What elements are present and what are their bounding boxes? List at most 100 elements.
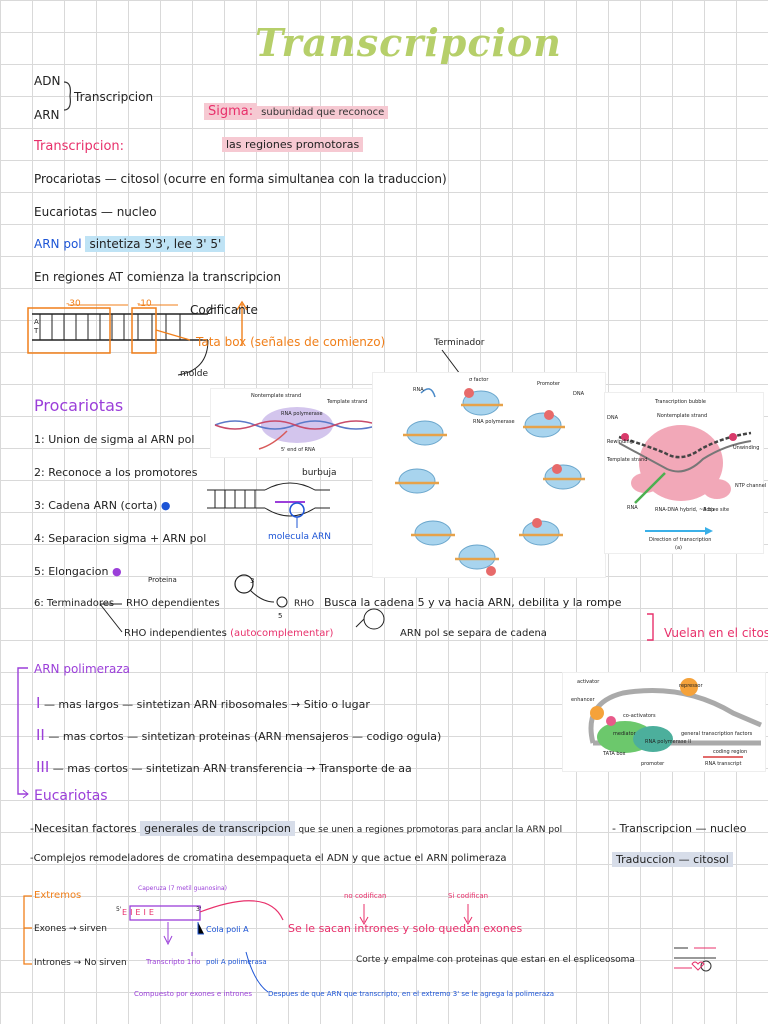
dna-figure-drawing (214, 407, 380, 450)
side-transcripcion: - Transcripcion — nucleo (612, 822, 747, 835)
polimerasa-text-2: — mas cortos — sintetizan proteinas (ARN… (48, 730, 442, 743)
extremos-bracket (23, 895, 32, 965)
bubble-drawing (618, 425, 752, 535)
eukaryote-figure: activator enhancer mediator repressor co… (562, 672, 766, 772)
eukaryote-drawing (588, 678, 762, 758)
step-2: 2: Reconoce a los promotores (34, 466, 198, 479)
decorative-doodle-icon (674, 947, 716, 972)
line1c: que se unen a regiones promotoras para a… (298, 825, 563, 835)
corte-empalme: Corte y empalme con proteinas que estan … (356, 955, 635, 965)
polimerasa-text-3: — mas cortos — sintetizan ARN transferen… (52, 762, 412, 775)
step-5-text: 5: Elongacion (34, 565, 109, 578)
bubble-label-9: Active site (703, 507, 730, 513)
tata-box-label: Tata box (señales de comienzo) (196, 335, 386, 349)
minus10-label: -10 (137, 299, 152, 309)
codificante-label: Codificante (190, 303, 258, 317)
sigma-key: Sigma: (204, 103, 258, 120)
rho-dependientes: RHO dependientes (126, 598, 220, 609)
euk-label-9: RNA transcript (705, 761, 742, 767)
sigma-text-2-highlight: las regiones promotoras (222, 137, 364, 152)
transcription-cycle-figure: σ factor Promoter DNA RNA polymerase RNA (372, 372, 606, 578)
extremos-heading: Extremos (34, 890, 82, 901)
intron-2: I (143, 908, 149, 917)
euk-label-0: activator (577, 679, 600, 685)
bubble-label-5: Unwinding (733, 445, 760, 451)
dot-icon: ● (111, 565, 122, 578)
loop-icon (355, 608, 385, 630)
poli-a-polimerasa: poli A polimerasa (206, 958, 267, 966)
step-3: 3: Cadena ARN (corta) ● (34, 499, 171, 512)
roman-2: II (36, 726, 45, 744)
si-codifican: Si codifican (448, 892, 489, 900)
autocomplementar: (autocomplementar) (230, 628, 334, 639)
a-label: A (34, 318, 39, 326)
t-label: T (34, 327, 39, 335)
bubble-figure: Transcription bubble Nontemplate strand … (604, 392, 766, 554)
rho-independientes-text: RHO independientes (124, 628, 227, 639)
eucariotas-line: Eucariotas — nucleo (34, 205, 157, 219)
bubble-label-11: (a) (675, 545, 682, 551)
polimerasa-text-1: — mas largos — sintetizan ARN ribosomale… (43, 698, 370, 711)
exon-2: E (135, 908, 144, 917)
codifican-arrows (359, 904, 473, 926)
burbuja-label: burbuja (302, 468, 337, 478)
sigma-text: subunidad que reconoce (257, 106, 389, 119)
num-5: 5 (278, 612, 283, 620)
cola-poli-a: Cola poli A (206, 925, 249, 934)
cycle-label-2: DNA (573, 391, 585, 397)
exon-intron-row: EIEIE (122, 908, 157, 917)
cycle-label-3: RNA polymerase (473, 419, 515, 425)
prime-5: 5' (116, 906, 122, 913)
mrna-diagram (129, 900, 284, 993)
compuesto-label: Compuesto por exones e intrones (134, 990, 252, 998)
arn-label: ARN (34, 108, 60, 122)
bubble-label-10: Direction of transcription (649, 537, 712, 543)
molecula-arn-label: molecula ARN (268, 532, 331, 542)
sigma-text-2: las regiones promotoras (222, 137, 364, 152)
roman-1: I (36, 694, 41, 712)
minus30-label: -30 (66, 299, 81, 309)
euk-label-5: general transcription factors (681, 731, 753, 737)
molde-label: molde (180, 369, 209, 379)
euk-label-7: TATA box (603, 751, 626, 757)
transcripcion-label: Transcripcion: (34, 139, 125, 154)
bubble-label-8: RNA-DNA hybrid, ~8 bp (655, 507, 715, 513)
no-codifican: no codifican (344, 892, 387, 900)
page-title: Transcripcion (255, 20, 562, 65)
side-traduccion: Traduccion — citosol (612, 852, 733, 867)
intron-1: I (130, 908, 136, 917)
polimerasa-item-3: III — mas cortos — sintetizan ARN transf… (36, 758, 412, 776)
cycle-label-0: σ factor (469, 377, 489, 383)
euk-label-3: repressor (679, 683, 703, 689)
rho-label: RHO (294, 599, 315, 609)
step-3-text: 3: Cadena ARN (corta) (34, 499, 158, 512)
eucariotas-line-2: -Complejos remodeladores de cromatina de… (30, 853, 507, 864)
cycle-label-1: Promoter (537, 381, 560, 387)
caperuza-label: Caperuza (7 metil guanosina) (138, 885, 227, 892)
bubble-diagram (207, 482, 330, 528)
euk-label-2: mediator (613, 731, 636, 737)
bubble-label-2: DNA (607, 415, 619, 421)
exon-1: E (122, 908, 131, 917)
vuelan-label: Vuelan en el citosol (664, 626, 768, 640)
exon-3: E (148, 908, 157, 917)
euk-label-1: enhancer (571, 697, 595, 703)
cycle-drawing (395, 388, 585, 576)
dna-label-2: RNA polymerase (281, 411, 323, 417)
euk-label-6: RNA polymerase II (645, 739, 692, 745)
bubble-label-0: Transcription bubble (655, 399, 706, 405)
sigma-label: Sigma:subunidad que reconoce (204, 103, 389, 120)
bubble-label-1: Nontemplate strand (657, 413, 708, 419)
polimerasa-item-1: I — mas largos — sintetizan ARN ribosoma… (36, 694, 370, 712)
polimerasa-item-2: II — mas cortos — sintetizan proteinas (… (36, 726, 441, 744)
step-5: 5: Elongacion ● (34, 565, 122, 578)
transcripto-label: Transcripto 1rio (146, 958, 201, 966)
promoter-diagram (27, 300, 248, 376)
arn-pol-text: sintetiza 5'3', lee 3' 5' (85, 236, 226, 252)
rho-independientes: RHO independientes (autocomplementar) (124, 628, 333, 639)
separa-text: ARN pol se separa de cadena (400, 628, 547, 639)
eucariotas-heading: Eucariotas (34, 788, 108, 804)
dna-label-0: Nontemplate strand (251, 393, 302, 399)
line1b: generales de transcripcion (140, 821, 295, 836)
dna-label-1: Template strand (327, 399, 368, 405)
